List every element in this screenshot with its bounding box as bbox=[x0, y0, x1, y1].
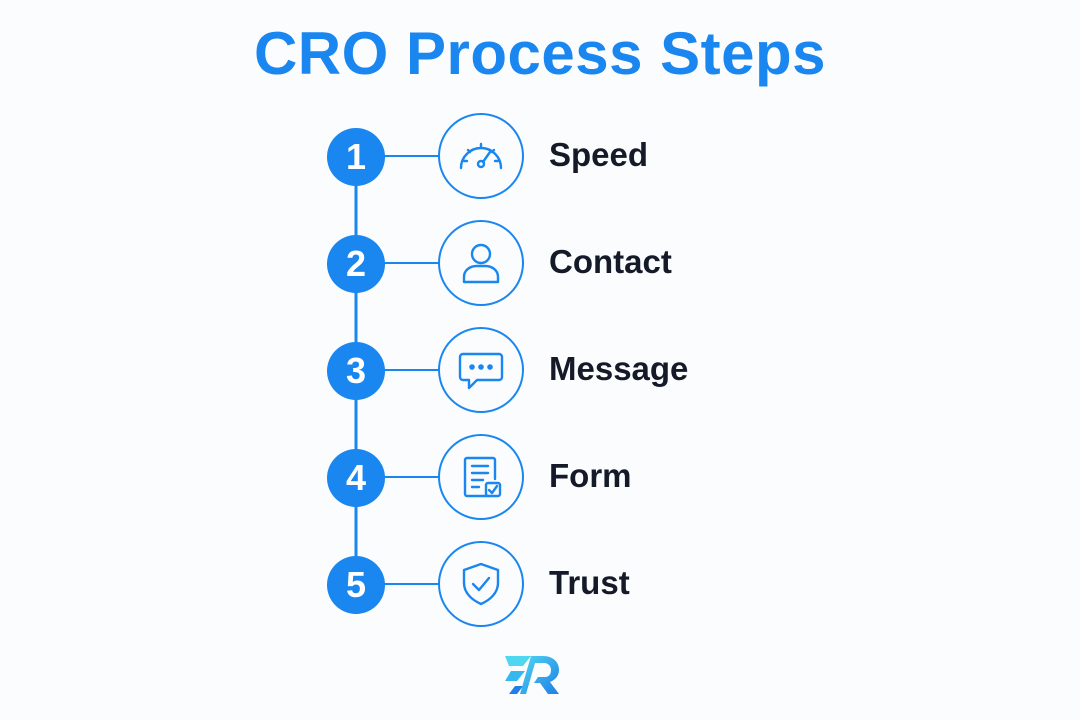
speedometer-icon bbox=[459, 142, 503, 170]
step-icon-ring bbox=[438, 220, 524, 306]
shield-check-icon bbox=[462, 562, 500, 606]
step-number-badge: 1 bbox=[327, 128, 385, 186]
step-contact: 2 Contact bbox=[0, 218, 1080, 308]
step-icon-ring bbox=[438, 113, 524, 199]
step-icon-ring bbox=[438, 541, 524, 627]
step-message: 3 Message bbox=[0, 325, 1080, 415]
step-icon-ring bbox=[438, 327, 524, 413]
chat-bubble-icon bbox=[458, 352, 504, 390]
brand-r-logo bbox=[505, 656, 559, 694]
person-icon bbox=[462, 243, 500, 284]
step-number-badge: 4 bbox=[327, 449, 385, 507]
step-number-badge: 2 bbox=[327, 235, 385, 293]
step-label: Form bbox=[549, 457, 632, 494]
step-label: Trust bbox=[549, 564, 630, 601]
step-label: Contact bbox=[549, 243, 672, 280]
step-trust: 5 Trust bbox=[0, 539, 1080, 629]
page-title: CRO Process Steps bbox=[253, 20, 827, 87]
step-label: Message bbox=[549, 350, 689, 387]
step-number-badge: 3 bbox=[327, 342, 385, 400]
step-form: 4 Form bbox=[0, 432, 1080, 522]
form-checkbox-icon bbox=[463, 456, 502, 498]
step-icon-ring bbox=[438, 434, 524, 520]
step-number-badge: 5 bbox=[327, 556, 385, 614]
step-label: Speed bbox=[549, 136, 649, 173]
step-speed: 1 Speed bbox=[0, 111, 1080, 201]
